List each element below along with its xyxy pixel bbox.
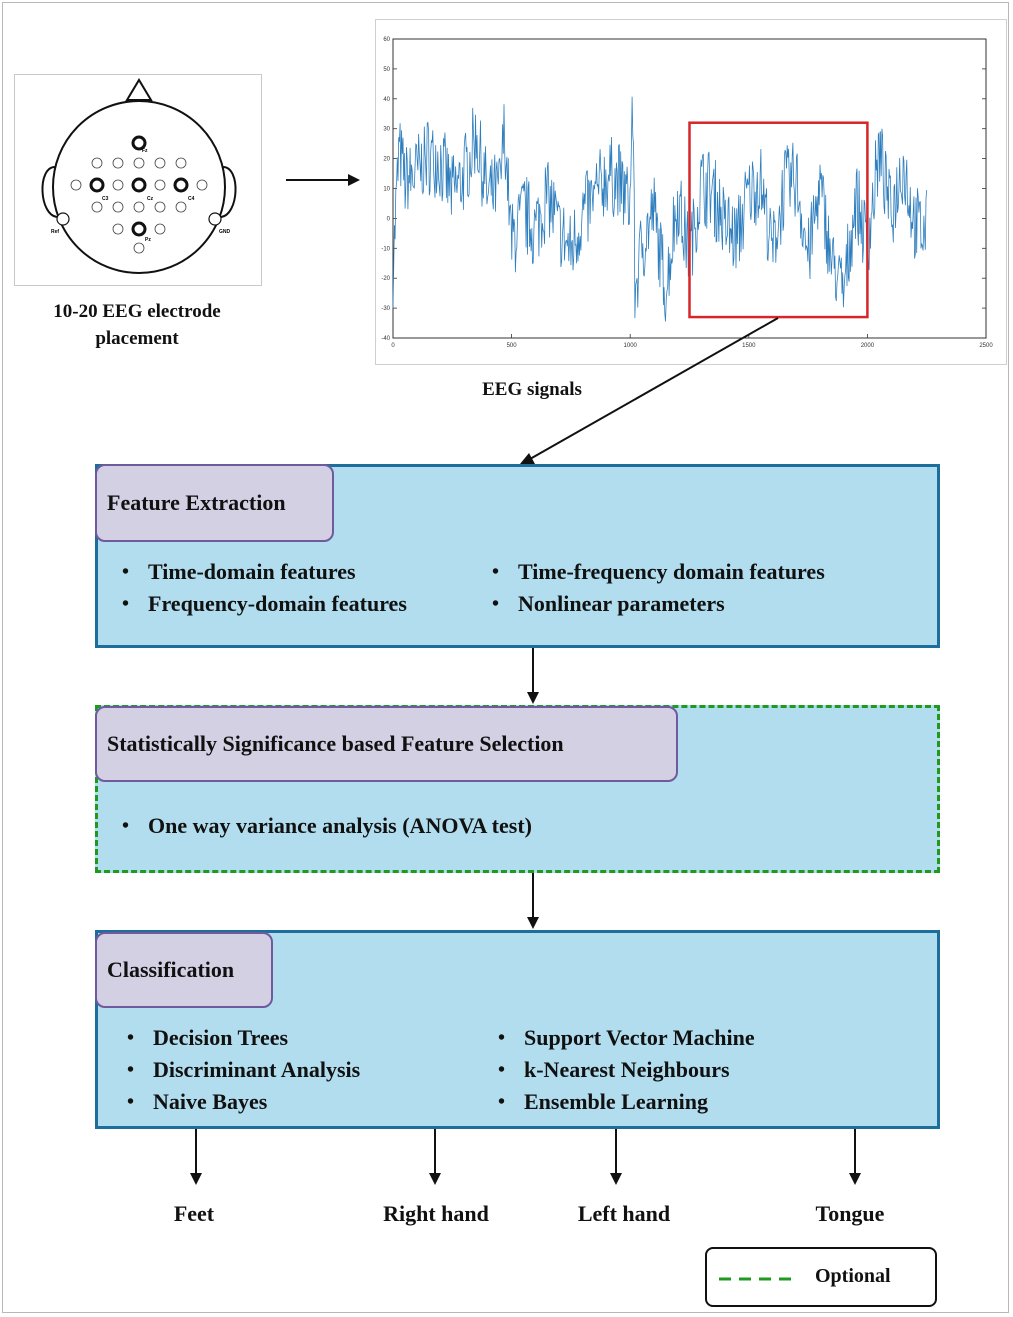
electrode-site xyxy=(154,179,166,191)
x-tick-label: 500 xyxy=(507,343,518,349)
eeg-caption: EEG signals xyxy=(482,379,582,400)
fz-label: Fz xyxy=(142,148,148,154)
outcome-left-hand: Left hand xyxy=(577,1201,671,1226)
electrode-site xyxy=(196,179,208,191)
highlight-window xyxy=(688,121,869,319)
list-item: Discriminant Analysis xyxy=(123,1054,360,1086)
feature-selection-title: Statistically Significance based Feature… xyxy=(95,706,678,782)
y-tick-label: -10 xyxy=(381,246,390,252)
y-tick-label: 60 xyxy=(383,37,390,43)
arrow-to-left-hand xyxy=(610,1129,622,1185)
y-tick-label: 50 xyxy=(383,67,390,73)
y-tick-label: -20 xyxy=(381,276,390,282)
arrow-to-classification xyxy=(527,873,539,929)
electrode-primary xyxy=(131,221,147,237)
c3-label: C3 xyxy=(102,196,109,202)
cz-label: Cz xyxy=(147,196,154,202)
electrode-site xyxy=(133,201,145,213)
x-tick-label: 2000 xyxy=(861,343,875,349)
electrode-placement-figure: Fz C3 Cz C4 Pz Ref GND xyxy=(14,74,262,286)
electrode-site xyxy=(91,157,103,169)
list-item: One way variance analysis (ANOVA test) xyxy=(118,810,532,842)
electrode-site xyxy=(175,201,187,213)
electrode-site xyxy=(112,179,124,191)
y-tick-label: -30 xyxy=(381,306,390,312)
eeg-chart: 0 500 1000 1500 2000 2500 -40 -30 -20 -10 0 10 20 30 4… xyxy=(381,37,993,349)
eeg-signal-figure: 0 500 1000 1500 2000 2500 -40 -30 -20 -10 0 10 20 30 4… xyxy=(375,19,1007,365)
y-tick-label: 20 xyxy=(383,157,390,163)
ref-label: Ref xyxy=(51,229,59,235)
electrode-site xyxy=(175,157,187,169)
legend: Optional xyxy=(705,1247,937,1307)
list-item: k-Nearest Neighbours xyxy=(494,1054,755,1086)
electrode-site xyxy=(91,201,103,213)
x-tick-label: 1000 xyxy=(624,343,638,349)
electrode-site xyxy=(112,223,124,235)
x-tick-label: 0 xyxy=(391,343,395,349)
electrode-primary xyxy=(173,177,189,193)
y-tick-label: 10 xyxy=(383,187,390,193)
electrode-primary xyxy=(89,177,105,193)
y-tick-label: 0 xyxy=(387,216,391,222)
arrow-to-tongue xyxy=(849,1129,861,1185)
electrode-caption: 10-20 EEG electrode placement xyxy=(53,301,221,349)
electrode-site xyxy=(112,201,124,213)
list-item: Ensemble Learning xyxy=(494,1086,755,1118)
y-tick-label: 40 xyxy=(383,97,390,103)
electrode-site xyxy=(133,242,145,254)
legend-label: Optional xyxy=(815,1265,891,1287)
feature-extraction-list-right: Time-frequency domain features Nonlinear… xyxy=(488,556,825,620)
electrode-primary xyxy=(131,135,147,151)
gnd-label: GND xyxy=(219,229,231,235)
list-item: Naive Bayes xyxy=(123,1086,360,1118)
classification-title: Classification xyxy=(95,932,273,1008)
y-tick-label: -40 xyxy=(381,336,390,342)
list-item: Nonlinear parameters xyxy=(488,588,825,620)
electrode-site xyxy=(154,157,166,169)
electrode-site xyxy=(154,201,166,213)
list-item: Time-domain features xyxy=(118,556,407,588)
arrow-to-right-hand xyxy=(429,1129,441,1185)
electrode-site xyxy=(133,157,145,169)
list-item: Decision Trees xyxy=(123,1022,360,1054)
feature-extraction-title: Feature Extraction xyxy=(95,464,334,542)
pz-label: Pz xyxy=(145,237,151,243)
list-item: Support Vector Machine xyxy=(494,1022,755,1054)
eeg-series-line xyxy=(392,96,928,322)
feature-extraction-list-left: Time-domain features Frequency-domain fe… xyxy=(118,556,407,620)
y-tick-label: 30 xyxy=(383,127,390,133)
list-item: Time-frequency domain features xyxy=(488,556,825,588)
outcome-feet: Feet xyxy=(173,1201,215,1226)
arrow-to-feature-selection xyxy=(527,648,539,704)
outcome-right-hand: Right hand xyxy=(383,1201,489,1226)
list-item: Frequency-domain features xyxy=(118,588,407,620)
electrode-site xyxy=(70,179,82,191)
c4-label: C4 xyxy=(188,196,195,202)
legend-dashed-line xyxy=(719,1277,795,1281)
arrow-to-eeg xyxy=(286,174,360,186)
classification-list-left: Decision Trees Discriminant Analysis Nai… xyxy=(123,1022,360,1118)
arrow-to-feature-extraction xyxy=(520,317,779,464)
feature-selection-list: One way variance analysis (ANOVA test) xyxy=(118,810,532,842)
head-diagram: Fz C3 Cz C4 Pz Ref GND xyxy=(41,78,237,274)
outcome-tongue: Tongue xyxy=(815,1201,885,1226)
electrode-site xyxy=(112,157,124,169)
electrode-primary xyxy=(131,177,147,193)
classification-list-right: Support Vector Machine k-Nearest Neighbo… xyxy=(494,1022,755,1118)
x-tick-label: 2500 xyxy=(979,343,993,349)
electrode-site xyxy=(154,223,166,235)
x-tick-label: 1500 xyxy=(742,343,756,349)
arrow-to-feet xyxy=(190,1129,202,1185)
